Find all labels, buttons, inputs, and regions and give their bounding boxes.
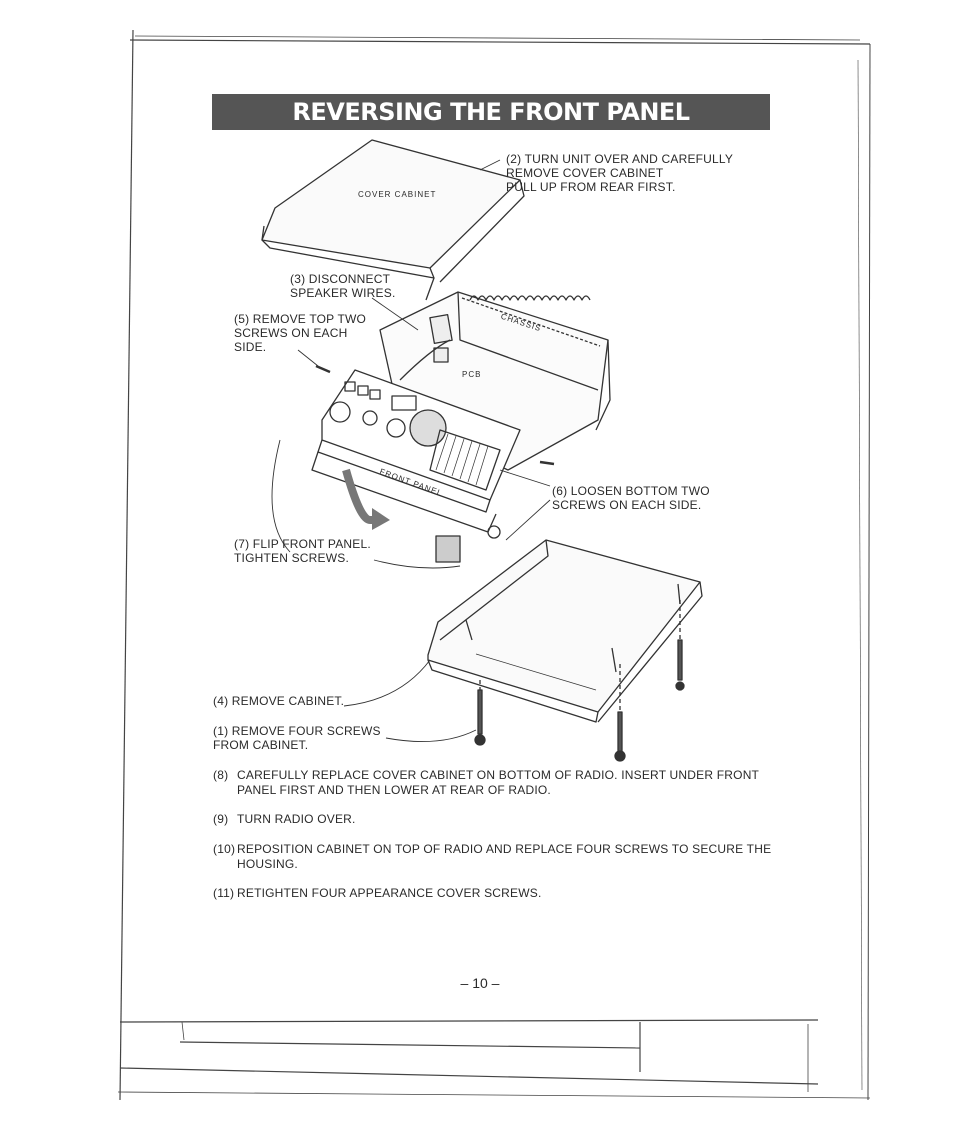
instruction-text: REPOSITION CABINET ON TOP OF RADIO AND R… [237, 842, 772, 871]
page-title: REVERSING THE FRONT PANEL [212, 94, 770, 130]
front-panel-drawing [311, 369, 521, 563]
instruction-10: (10) REPOSITION CABINET ON TOP OF RADIO … [213, 842, 779, 872]
page-number: – 10 – [460, 975, 500, 991]
bottom-cabinet-drawing [427, 539, 703, 723]
callout-step-1: (1) REMOVE FOUR SCREWS FROM CABINET. [213, 724, 381, 752]
screws-drawing [315, 364, 685, 762]
callout-step-7: (7) FLIP FRONT PANEL. TIGHTEN SCREWS. [234, 537, 371, 565]
pcb-label: PCB [462, 370, 482, 379]
callout-step-3: (3) DISCONNECT SPEAKER WIRES. [290, 272, 396, 300]
instruction-number: (8) [213, 768, 229, 782]
instruction-text: CAREFULLY REPLACE COVER CABINET ON BOTTO… [237, 768, 759, 797]
instruction-9: (9) TURN RADIO OVER. [213, 812, 779, 827]
instruction-text: TURN RADIO OVER. [237, 812, 356, 826]
callout-step-4: (4) REMOVE CABINET. [213, 694, 345, 708]
instruction-number: (10) [213, 842, 236, 856]
cover-cabinet-drawing [261, 139, 525, 301]
cover-cabinet-label: COVER CABINET [358, 190, 437, 199]
callout-step-2: (2) TURN UNIT OVER AND CAREFULLY REMOVE … [506, 152, 734, 194]
callout-step-5: (5) REMOVE TOP TWO SCREWS ON EACH SIDE. [234, 312, 367, 354]
instruction-8: (8) CAREFULLY REPLACE COVER CABINET ON B… [213, 768, 779, 798]
instruction-number: (9) [213, 812, 229, 826]
callout-step-6: (6) LOOSEN BOTTOM TWO SCREWS ON EACH SID… [552, 484, 710, 512]
instruction-number: (11) [213, 886, 235, 900]
instruction-11: (11) RETIGHTEN FOUR APPEARANCE COVER SCR… [213, 886, 779, 901]
instruction-text: RETIGHTEN FOUR APPEARANCE COVER SCREWS. [237, 886, 542, 900]
